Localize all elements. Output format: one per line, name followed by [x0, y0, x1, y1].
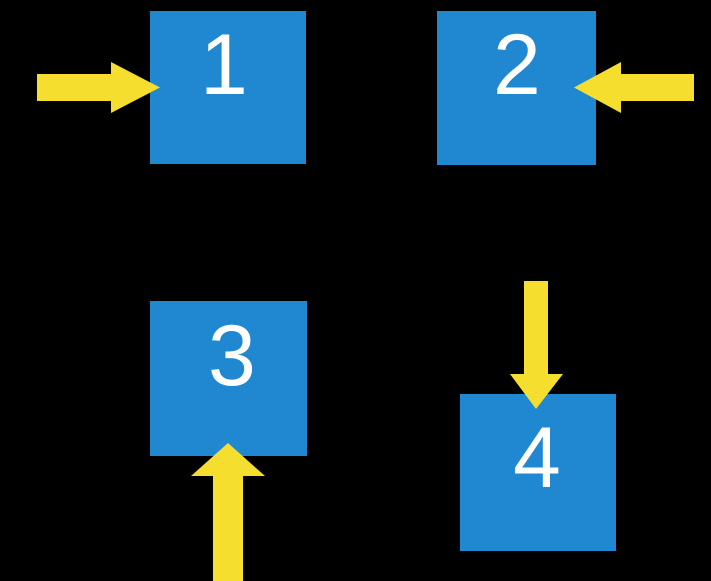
arrow-down-into-node-4[interactable] [510, 281, 563, 409]
node-label-1: 1 [200, 17, 248, 113]
node-label-4: 4 [513, 410, 561, 506]
arrow-left-icon [574, 62, 694, 113]
node-box-4[interactable] [460, 394, 616, 551]
arrow-right-icon [37, 62, 160, 113]
arrow-up-icon [191, 443, 265, 581]
arrow-right-into-node-1[interactable] [37, 62, 160, 113]
arrow-down-icon [510, 281, 563, 409]
arrow-left-into-node-2[interactable] [574, 62, 694, 113]
node-label-3: 3 [208, 308, 256, 404]
node-box-2[interactable] [437, 11, 596, 165]
node-box-1[interactable] [150, 11, 306, 164]
node-label-2: 2 [493, 17, 541, 113]
arrow-up-into-node-3[interactable] [191, 443, 265, 581]
node-box-3[interactable] [150, 301, 307, 456]
